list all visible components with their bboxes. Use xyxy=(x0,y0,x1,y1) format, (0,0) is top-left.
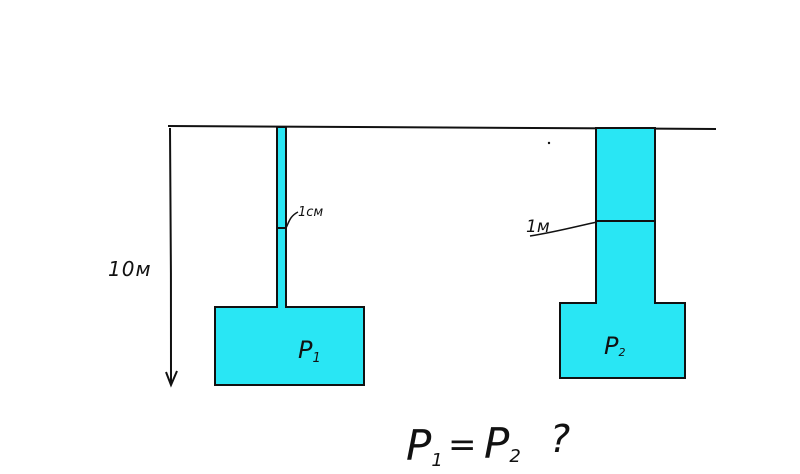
left-pressure-label: P1 xyxy=(298,336,321,366)
right-tube xyxy=(595,127,656,309)
question-p1-subscript: 1 xyxy=(431,450,442,471)
left-base xyxy=(214,306,365,386)
question-equation: P1 = P2 ? xyxy=(406,417,570,471)
right-level-leader xyxy=(529,221,598,237)
height-label: 10м xyxy=(108,257,152,281)
left-level-leader xyxy=(285,211,299,229)
stray-dot xyxy=(547,141,551,145)
left-pressure-letter: P xyxy=(298,336,313,364)
question-p2-letter: P xyxy=(484,419,510,468)
height-arrow xyxy=(165,127,178,388)
right-vessel xyxy=(529,127,686,379)
question-p1-letter: P xyxy=(406,421,432,470)
left-level-label: 1см xyxy=(298,205,323,220)
question-equals: = xyxy=(448,425,477,465)
right-pressure-letter: P xyxy=(604,332,619,360)
question-p2: P2 xyxy=(484,419,521,468)
right-pressure-label: P2 xyxy=(604,332,625,360)
left-vessel xyxy=(214,126,365,386)
left-tube xyxy=(276,126,287,309)
question-p2-subscript: 2 xyxy=(509,446,520,467)
right-pressure-subscript: 2 xyxy=(618,346,625,359)
question-p1: P1 xyxy=(406,421,443,471)
right-level-label: 1м xyxy=(526,217,550,237)
left-pressure-subscript: 1 xyxy=(312,351,320,366)
right-base xyxy=(559,302,686,379)
question-mark: ? xyxy=(550,417,570,461)
